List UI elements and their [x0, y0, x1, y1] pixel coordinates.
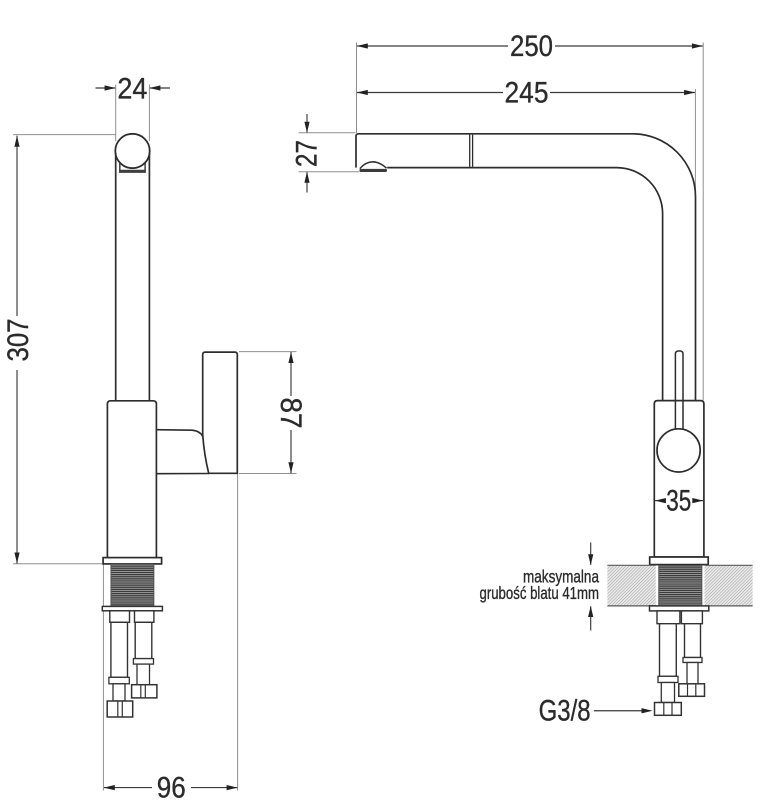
svg-text:96: 96 — [157, 772, 186, 800]
svg-text:24: 24 — [117, 73, 147, 106]
svg-text:307: 307 — [2, 319, 35, 362]
svg-text:maksymalna: maksymalna — [523, 566, 599, 586]
svg-text:35: 35 — [666, 484, 691, 517]
svg-text:G3/8: G3/8 — [539, 695, 591, 728]
svg-text:grubość blatu 41mm: grubość blatu 41mm — [480, 583, 600, 603]
svg-text:27: 27 — [291, 140, 324, 167]
svg-text:87: 87 — [274, 398, 307, 429]
svg-text:250: 250 — [510, 30, 553, 63]
svg-text:245: 245 — [505, 77, 549, 110]
